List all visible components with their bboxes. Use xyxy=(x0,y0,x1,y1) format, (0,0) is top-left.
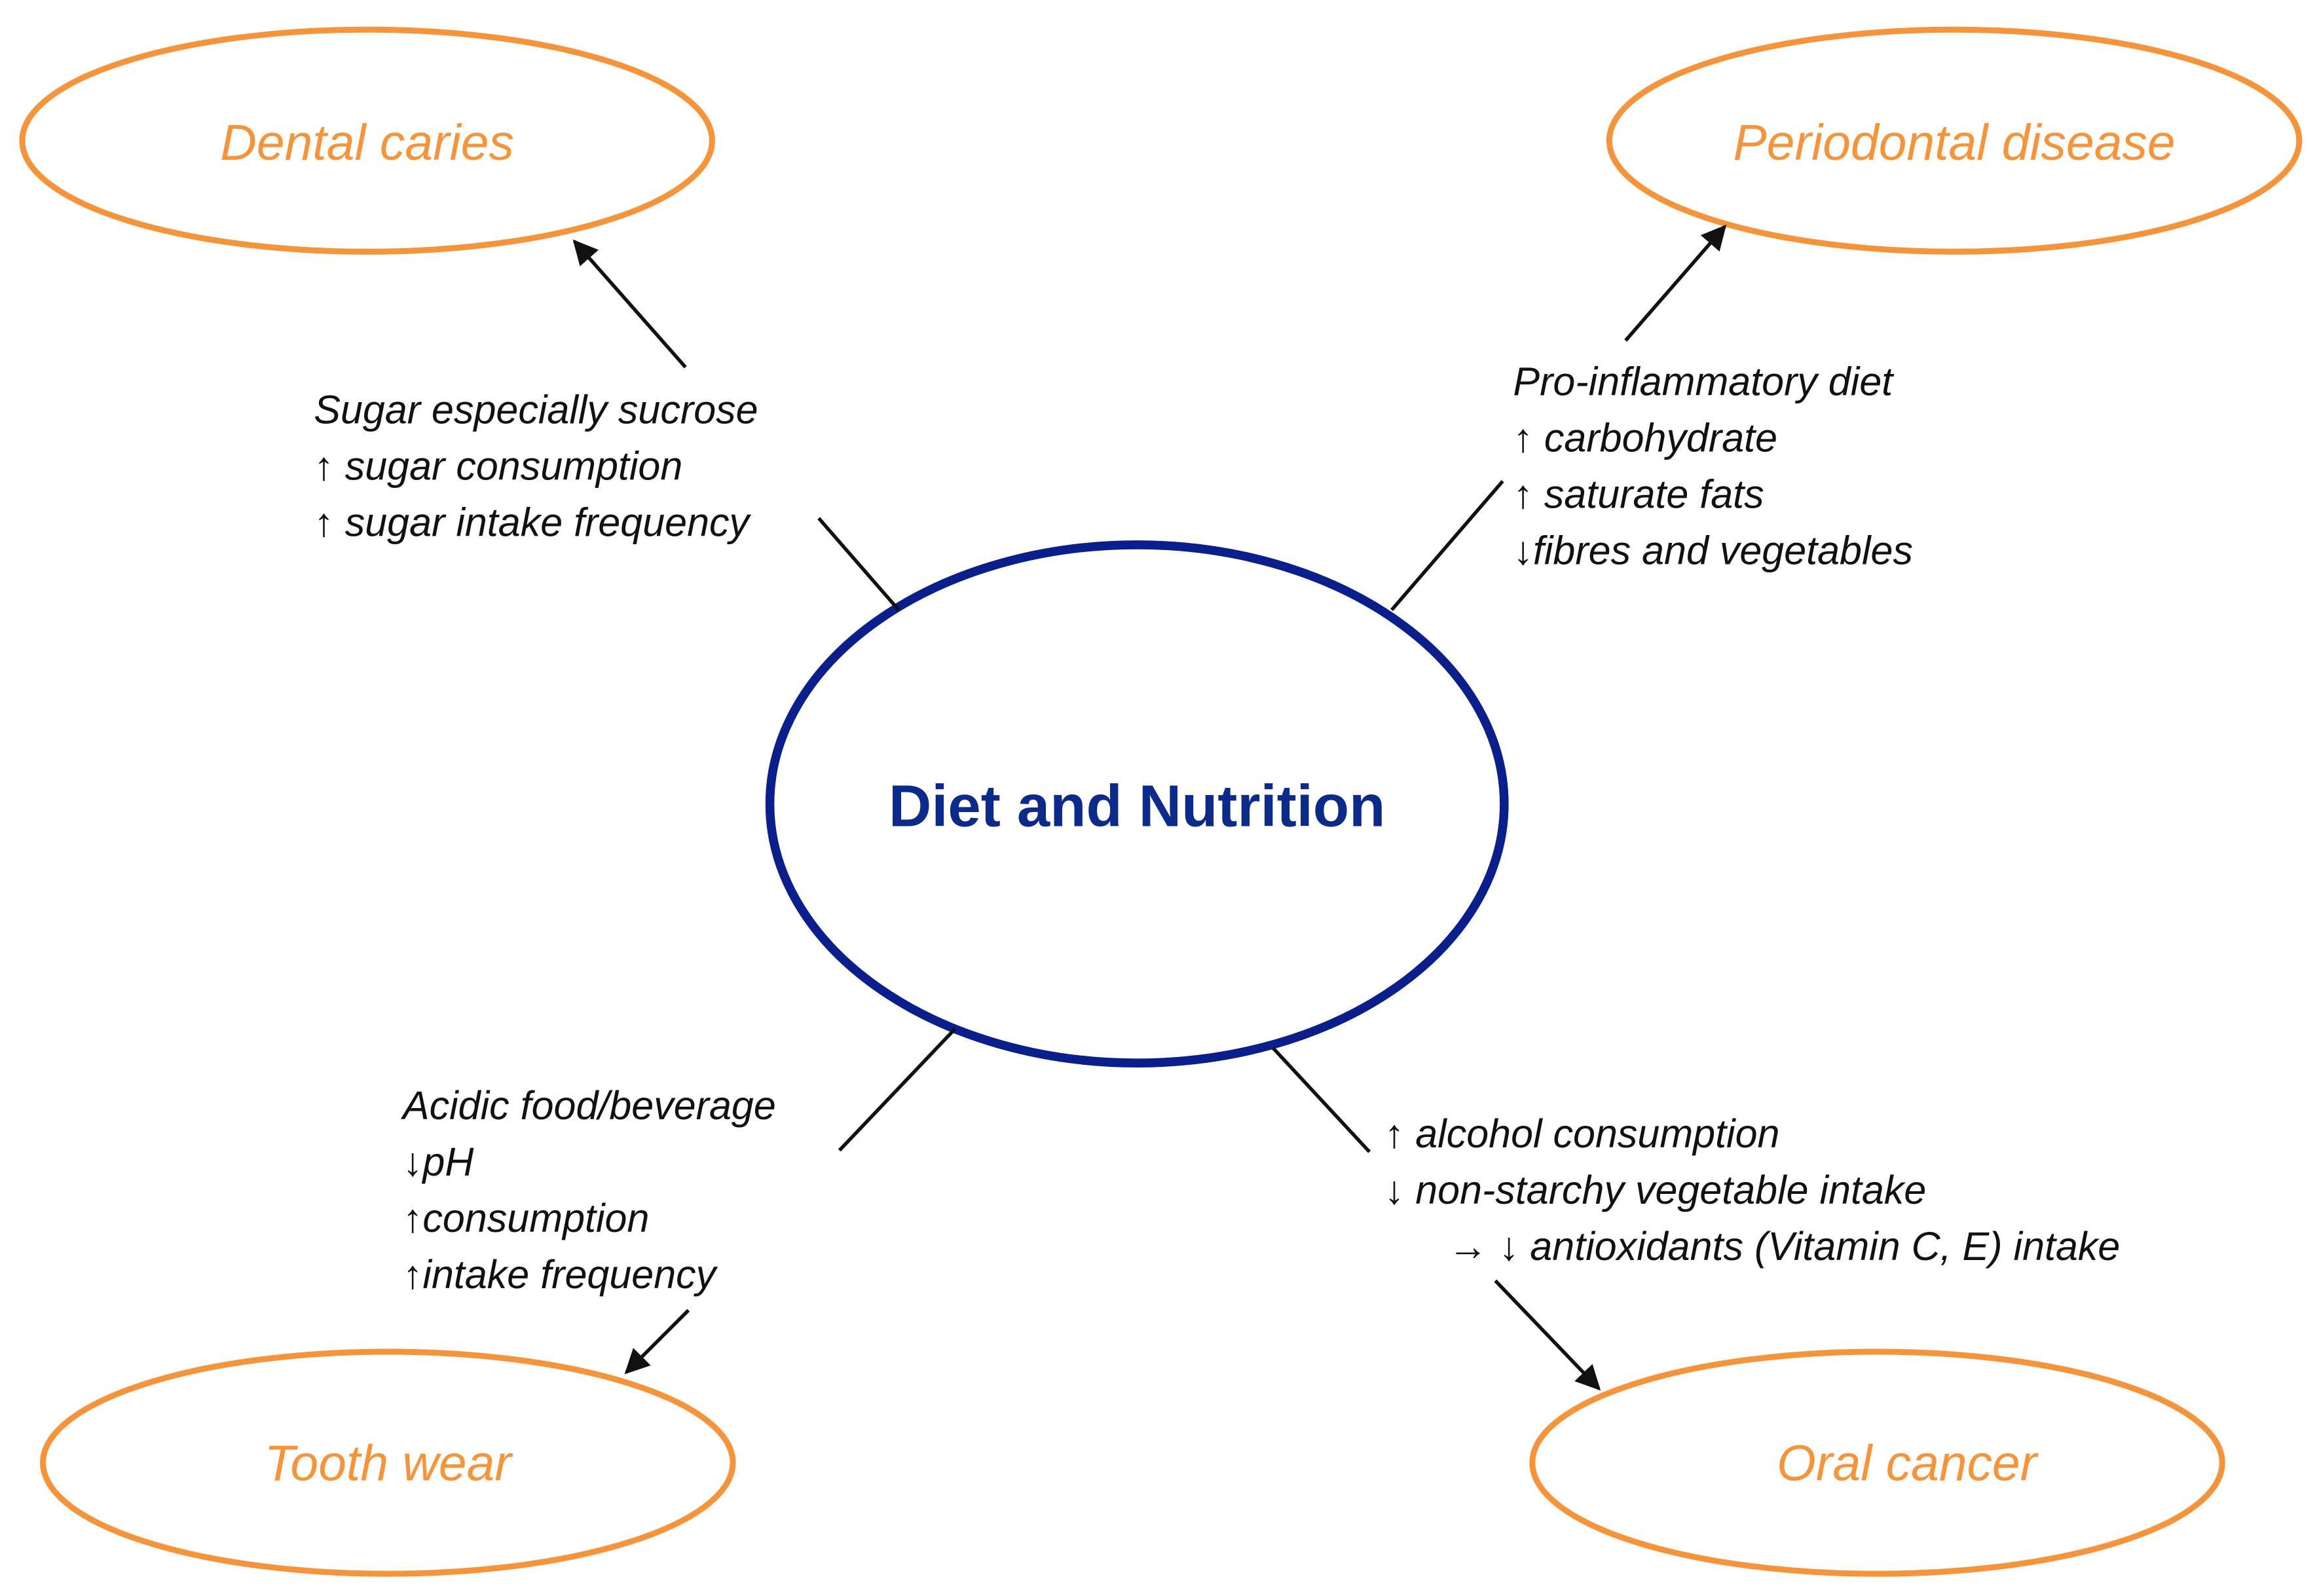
periodontal-disease-label: Periodontal disease xyxy=(1733,115,2176,171)
factor-text: ↓fibres and vegetables xyxy=(1513,528,1913,572)
center-ellipse xyxy=(765,540,1509,1067)
connector-oral-cancer xyxy=(1272,1047,1371,1153)
arrow-to-tooth-wear xyxy=(624,1308,690,1375)
oral-cancer-ellipse xyxy=(1529,1348,2225,1577)
factor-text: ↓pH xyxy=(403,1140,474,1184)
tooth-wear-factors: Acidic food/beverage ↓pH ↑consumption ↑i… xyxy=(400,1083,776,1297)
dental-caries-node: Dental caries xyxy=(19,26,715,255)
factor-text: ↑ sugar intake frequency xyxy=(314,500,751,544)
arrow-to-periodontal-disease xyxy=(1624,225,1727,342)
factor-text: ↑ sugar consumption xyxy=(314,443,682,488)
factor-text: Sugar especially sucrose xyxy=(314,388,758,432)
arrow-to-dental-caries xyxy=(572,239,687,369)
periodontal-disease-factors: Pro-inflammatory diet ↑ carbohydrate ↑ s… xyxy=(1513,360,1913,573)
center-node: Diet and Nutrition xyxy=(765,540,1509,1067)
dental-caries-ellipse xyxy=(19,26,715,255)
dental-caries-factors: Sugar especially sucrose ↑ sugar consump… xyxy=(314,388,758,545)
factor-text: ↑consumption xyxy=(403,1196,649,1240)
oral-cancer-node: Oral cancer xyxy=(1529,1348,2225,1577)
factor-text: ↓ non-starchy vegetable intake xyxy=(1384,1168,1927,1212)
oral-cancer-label: Oral cancer xyxy=(1777,1436,2039,1492)
periodontal-disease-ellipse xyxy=(1606,26,2303,255)
factor-text: ↑ carbohydrate xyxy=(1513,416,1777,460)
connector-dental-caries xyxy=(817,517,900,612)
arrow-to-oral-cancer xyxy=(1494,1279,1601,1391)
periodontal-disease-node: Periodontal disease xyxy=(1606,26,2303,255)
factor-text: Acidic food/beverage xyxy=(400,1083,776,1128)
oral-cancer-factors: ↑ alcohol consumption ↓ non-starchy vege… xyxy=(1384,1111,2121,1269)
center-label: Diet and Nutrition xyxy=(889,773,1385,839)
connector-periodontal-disease xyxy=(1390,479,1504,612)
factor-text: Pro-inflammatory diet xyxy=(1513,360,1895,404)
tooth-wear-ellipse xyxy=(40,1348,736,1577)
dental-caries-label: Dental caries xyxy=(220,115,514,171)
factor-text: ↑ alcohol consumption xyxy=(1384,1111,1780,1156)
connector-tooth-wear xyxy=(838,1028,957,1152)
factor-text: → ↓ antioxidants (Vitamin C, E) intake xyxy=(1448,1224,2120,1269)
tooth-wear-node: Tooth wear xyxy=(40,1348,736,1577)
factor-text: ↑ saturate fats xyxy=(1513,472,1764,516)
factor-text: ↑intake frequency xyxy=(403,1252,718,1297)
tooth-wear-label: Tooth wear xyxy=(265,1436,514,1492)
